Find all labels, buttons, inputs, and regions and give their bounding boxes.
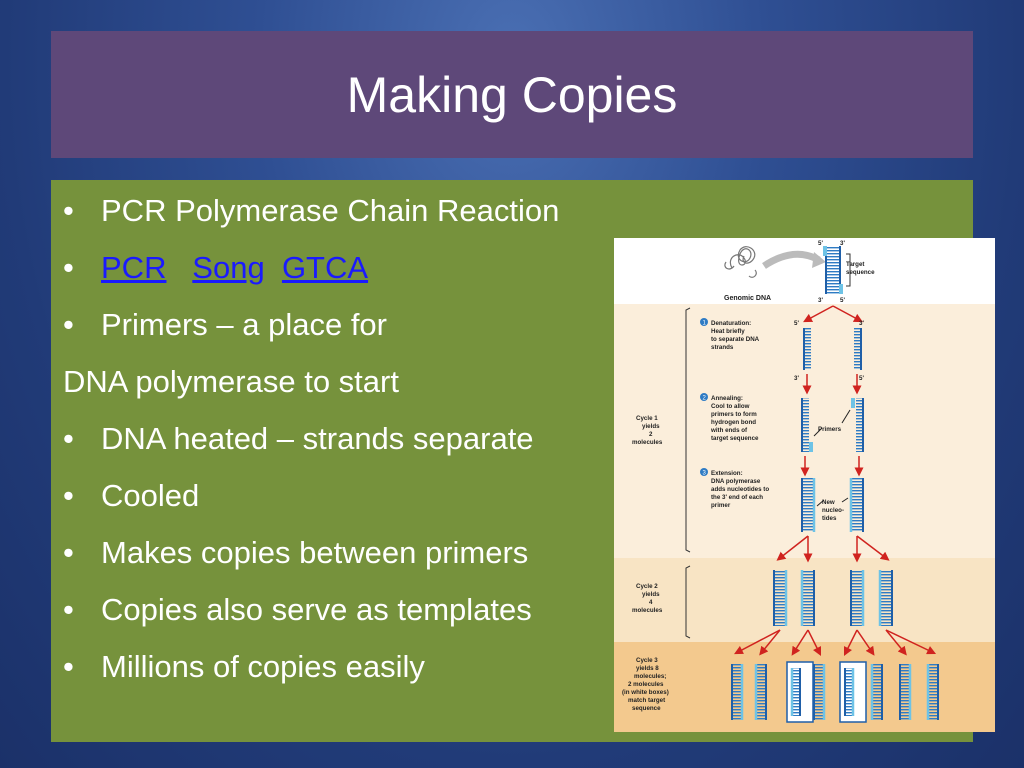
cycle3-molecules xyxy=(731,664,939,720)
song-link[interactable]: Song xyxy=(192,250,265,285)
step1-text: Denaturation: xyxy=(711,320,751,327)
bullet-dot: • xyxy=(63,649,74,684)
slide-title: Making Copies xyxy=(346,66,678,123)
gtca-link[interactable]: GTCA xyxy=(281,250,369,285)
bullet-dot: • xyxy=(63,592,74,627)
genomic-dna-label: Genomic DNA xyxy=(724,295,771,302)
step2-text: target sequence xyxy=(711,435,759,442)
prime-label: 5' xyxy=(840,297,845,304)
title-bar: Making Copies xyxy=(51,31,973,158)
cycle3-label: 2 molecules xyxy=(628,681,664,688)
step3-text: the 3' end of each xyxy=(711,494,763,501)
cycle3-label: sequence xyxy=(632,705,661,712)
cycle3-label: (in white boxes) xyxy=(622,689,669,696)
bullet-item: •Copies also serve as templates xyxy=(63,592,532,627)
single-strand xyxy=(803,328,862,370)
step-marker xyxy=(700,393,708,401)
pcr-diagram-svg: Genomic DNA 5' 3' 3' 5' Target sequence … xyxy=(614,238,995,732)
step-marker xyxy=(700,468,708,476)
step3-text: DNA polymerase xyxy=(711,478,761,485)
prime-label: 3' xyxy=(818,297,823,304)
step1-text: strands xyxy=(711,344,734,351)
prime-label: 5' xyxy=(818,240,823,247)
step2-text: Cool to allow xyxy=(711,403,750,410)
step3-text: Extension: xyxy=(711,470,743,477)
annealed-strand xyxy=(801,398,864,452)
svg-text:1: 1 xyxy=(703,321,707,327)
bullet-dot: • xyxy=(63,421,74,456)
bullet-dot: • xyxy=(63,535,74,570)
step3-text: adds nucleotides to xyxy=(711,486,769,493)
svg-text:2: 2 xyxy=(703,396,707,402)
cycle1-label: molecules xyxy=(632,439,663,446)
bullet-dot: • xyxy=(63,307,74,342)
cycle2-label: 4 xyxy=(649,599,653,606)
cycle1-label: yields xyxy=(642,423,660,430)
step3-text: primer xyxy=(711,502,731,509)
step2-text: Annealing: xyxy=(711,395,743,402)
bullet-item: •Millions of copies easily xyxy=(63,649,425,684)
target-dna xyxy=(823,246,843,294)
continuation-line: DNA polymerase to start xyxy=(63,364,399,399)
cycle3-label: yields 8 xyxy=(636,665,659,672)
svg-text:3: 3 xyxy=(703,471,707,477)
bullet-item: •PCR Polymerase Chain Reaction xyxy=(63,193,560,228)
step2-text: primers to form xyxy=(711,411,757,418)
bullet-item-links: • PCR Song GTCA xyxy=(63,249,368,287)
primers-label: Primers xyxy=(818,426,842,433)
bullet-dot: • xyxy=(63,250,74,285)
step1-text: Heat briefly xyxy=(711,328,745,335)
new-nucleotides-label: tides xyxy=(822,515,837,522)
step2-text: hydrogen bond xyxy=(711,419,756,426)
cycle1-label: Cycle 1 xyxy=(636,415,658,422)
step2-text: with ends of xyxy=(710,427,748,434)
cycle1-label: 2 xyxy=(649,431,653,438)
cycle2-label: yields xyxy=(642,591,660,598)
prime-label: 3' xyxy=(859,320,864,327)
extended-strand xyxy=(801,478,864,532)
new-nucleotides-label: New xyxy=(822,499,835,506)
bullet-dot: • xyxy=(63,478,74,513)
bullet-dot: • xyxy=(63,193,74,228)
bullet-item: •Cooled xyxy=(63,478,200,513)
pcr-link[interactable]: PCR xyxy=(101,250,167,285)
bullet-item: •DNA heated – strands separate xyxy=(63,421,534,456)
new-nucleotides-label: nucleo- xyxy=(822,507,844,514)
pcr-diagram: Genomic DNA 5' 3' 3' 5' Target sequence … xyxy=(614,238,995,732)
genomic-dna-icon xyxy=(724,246,826,278)
target-label: Target xyxy=(846,261,864,268)
cycle2-label: molecules xyxy=(632,607,663,614)
prime-label: 5' xyxy=(859,375,864,382)
cycle3-label: Cycle 3 xyxy=(636,657,658,664)
cycle1-bracket xyxy=(685,307,691,553)
prime-label: 3' xyxy=(840,240,845,247)
cycle2-label: Cycle 2 xyxy=(636,583,658,590)
cycle3-label: match target xyxy=(628,697,665,704)
cycle2-molecules xyxy=(773,570,893,626)
prime-label: 5' xyxy=(794,320,799,327)
bullet-item: •Primers – a place for xyxy=(63,307,387,342)
target-bracket xyxy=(846,253,851,287)
cycle3-label: molecules; xyxy=(634,673,666,680)
top-band xyxy=(614,238,995,304)
cycle2-bracket xyxy=(685,565,691,639)
bullet-item: •Makes copies between primers xyxy=(63,535,529,570)
prime-label: 3' xyxy=(794,375,799,382)
step1-text: to separate DNA xyxy=(711,336,760,343)
target-label: sequence xyxy=(846,269,875,276)
step-marker xyxy=(700,318,708,326)
